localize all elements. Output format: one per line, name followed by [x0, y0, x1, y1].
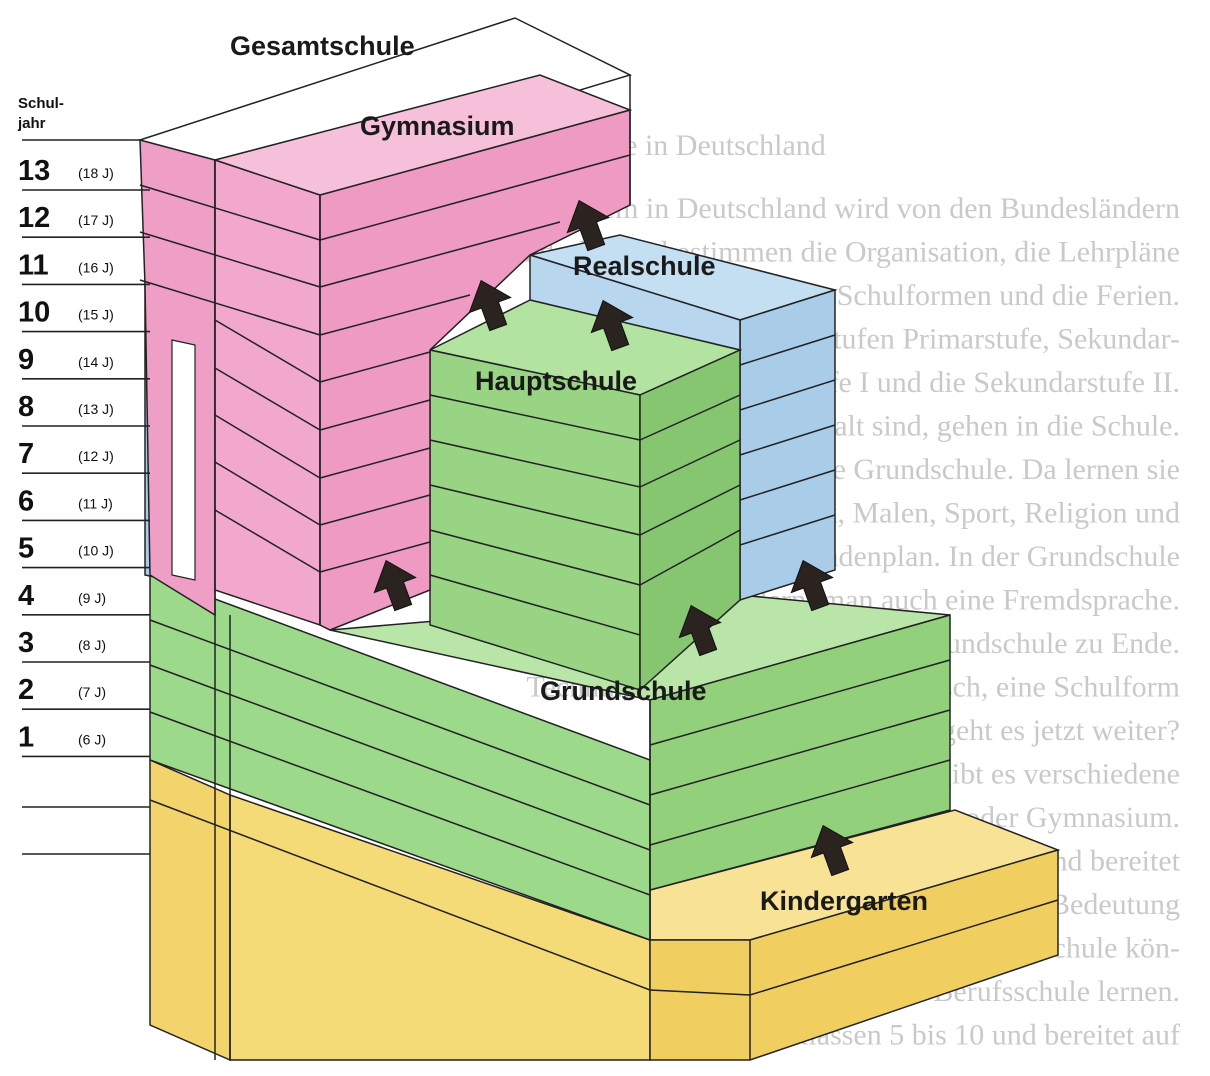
gymnasium-block	[138, 17, 633, 1060]
label-gesamtschule: Gesamtschule	[230, 31, 415, 61]
year-scale: Schul- jahr 13(18 J)12(17 J)11(16 J)10(1…	[17, 95, 150, 855]
year-number: 9	[18, 344, 34, 376]
kindergarten-block	[149, 758, 1061, 1062]
year-number: 1	[18, 721, 34, 753]
year-number: 5	[18, 533, 34, 565]
year-number: 2	[18, 674, 34, 706]
year-age: (16 J)	[78, 259, 114, 275]
arrow-up-icon	[590, 299, 634, 352]
hauptschule-block	[427, 299, 743, 692]
arrow-up-icon	[678, 604, 722, 657]
year-number: 7	[18, 438, 34, 470]
year-header-line2: jahr	[17, 115, 46, 132]
year-age: (7 J)	[78, 684, 106, 700]
year-number: 11	[18, 249, 49, 281]
year-age: (14 J)	[78, 354, 114, 370]
arrow-up-icon	[468, 279, 512, 332]
label-hauptschule: Hauptschule	[475, 366, 637, 396]
year-header-line1: Schul-	[18, 95, 64, 112]
year-number: 8	[18, 391, 34, 423]
year-age: (13 J)	[78, 401, 114, 417]
year-number: 12	[18, 202, 50, 234]
transition-arrows	[373, 199, 854, 877]
arrow-up-icon	[566, 199, 610, 252]
year-number: 4	[18, 580, 34, 612]
year-age: (8 J)	[78, 637, 106, 653]
year-number: 13	[18, 155, 50, 187]
year-age: (12 J)	[78, 448, 114, 464]
year-age: (11 J)	[78, 495, 113, 511]
year-number: 10	[18, 297, 50, 329]
label-realschule: Realschule	[573, 251, 716, 281]
year-number: 3	[18, 627, 34, 659]
year-age: (6 J)	[78, 731, 106, 747]
year-age: (15 J)	[78, 307, 114, 323]
arrow-up-icon	[790, 559, 834, 612]
bg-line: stufe I und die Sekundarstufe II.	[793, 366, 1180, 399]
year-age: (18 J)	[78, 165, 114, 181]
label-grundschule: Grundschule	[540, 676, 707, 706]
label-gymnasium: Gymnasium	[360, 111, 515, 141]
arrow-up-icon	[373, 559, 417, 612]
year-age: (9 J)	[78, 590, 106, 606]
year-age: (10 J)	[78, 543, 114, 559]
label-kindergarten: Kindergarten	[760, 886, 928, 916]
year-number: 6	[18, 485, 34, 517]
year-age: (17 J)	[78, 212, 114, 228]
arrow-up-icon	[810, 824, 854, 877]
